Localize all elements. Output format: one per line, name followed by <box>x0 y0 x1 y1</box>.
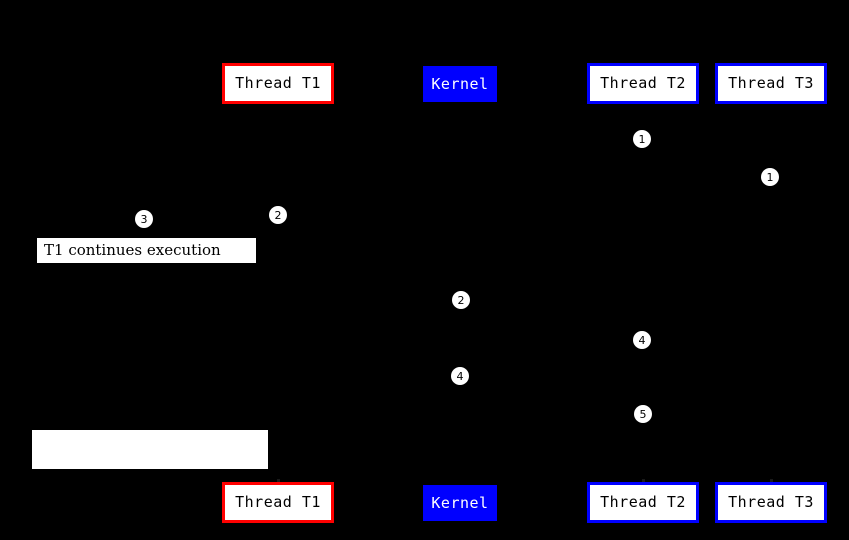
marker-label: 3 <box>140 212 148 226</box>
participant-t3-top: Thread T3 <box>715 63 827 104</box>
participant-label: Thread T2 <box>600 74 686 92</box>
note-t1-continues: T1 continues execution <box>36 237 257 264</box>
participant-t1-top: Thread T1 <box>222 63 334 104</box>
stub-t3-bottom <box>770 479 773 482</box>
lifeline-t2 <box>643 104 644 482</box>
participant-label: Thread T3 <box>728 493 814 511</box>
participant-t1-bottom: Thread T1 <box>222 482 334 523</box>
marker-kernel-2: 2 <box>452 291 470 309</box>
stub-t1-bottom <box>277 479 280 482</box>
participant-kernel-bottom: Kernel <box>423 485 497 521</box>
participant-t2-bottom: Thread T2 <box>587 482 699 523</box>
participant-t2-top: Thread T2 <box>587 63 699 104</box>
participant-kernel-top: Kernel <box>423 66 497 102</box>
participant-label: Kernel <box>431 493 489 512</box>
participant-t3-bottom: Thread T3 <box>715 482 827 523</box>
marker-label: 4 <box>456 369 464 383</box>
participant-label: Thread T1 <box>235 493 321 511</box>
participant-label: Thread T1 <box>235 74 321 92</box>
note-text: T1 continues execution <box>44 241 221 259</box>
marker-t2-5: 5 <box>634 405 652 423</box>
marker-label: 5 <box>639 407 647 421</box>
note-blank <box>32 430 268 469</box>
marker-t1-2: 2 <box>269 206 287 224</box>
participant-label: Thread T3 <box>728 74 814 92</box>
marker-label: 4 <box>638 333 646 347</box>
marker-kernel-4: 4 <box>451 367 469 385</box>
marker-label: 2 <box>457 293 465 307</box>
lifeline-t3 <box>771 104 772 482</box>
stub-t2-bottom <box>642 479 645 482</box>
participant-label: Kernel <box>431 74 489 93</box>
marker-label: 1 <box>638 132 646 146</box>
marker-t2-4: 4 <box>633 331 651 349</box>
lifeline-t1 <box>278 104 279 482</box>
participant-label: Thread T2 <box>600 493 686 511</box>
marker-t1-3: 3 <box>135 210 153 228</box>
marker-label: 2 <box>274 208 282 222</box>
marker-label: 1 <box>766 170 774 184</box>
marker-t2-1: 1 <box>633 130 651 148</box>
marker-t3-1: 1 <box>761 168 779 186</box>
